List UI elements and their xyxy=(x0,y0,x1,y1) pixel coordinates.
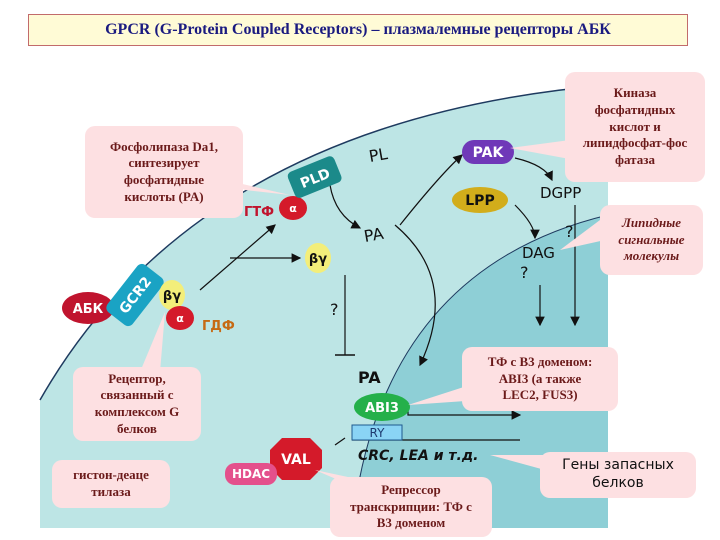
callout-tail-lipid xyxy=(560,220,605,250)
callout-kinase: Киназа фосфатидных кислот и липидфосфат-… xyxy=(565,72,705,182)
hdac-enzyme xyxy=(225,463,277,485)
alpha-bound-label: α xyxy=(176,312,184,325)
callout-repressor: Репрессор транскрипции: ТФ с B3 доменом xyxy=(330,477,492,537)
val-repressor xyxy=(270,438,322,480)
callout-tf-b3: ТФ с B3 доменом: ABI3 (а также LEC2, FUS… xyxy=(462,347,618,411)
callout-storage-genes: Гены запасных белков xyxy=(540,452,696,498)
arrow-to-dgpp xyxy=(399,154,463,226)
callout-lipid-signals: Липидные сигнальные молекулы xyxy=(600,205,703,275)
dgpp-label: DGPP xyxy=(540,184,581,202)
target-genes-label: CRC, LEA и т.д. xyxy=(358,448,478,464)
betagamma-free-label: βγ xyxy=(309,252,327,267)
callout-receptor: Рецептор, связанный с комплексом G белко… xyxy=(73,367,201,441)
callout-tail-receptor xyxy=(140,312,165,372)
question-mark-dgpp: ? xyxy=(565,222,574,241)
arrow-pak-dgpp xyxy=(514,157,553,182)
arrow-pa-nucleus xyxy=(394,224,436,367)
pld-enzyme xyxy=(287,156,342,198)
alpha-active xyxy=(279,196,307,220)
ry-element xyxy=(351,424,403,441)
callout-tail-kinase xyxy=(510,140,575,160)
hdac-label: HDAC xyxy=(232,467,270,481)
abi3-label: ABI3 xyxy=(365,401,399,416)
lpp-label: LPP xyxy=(465,193,494,209)
alpha-active-label: α xyxy=(289,202,297,215)
callout-pld-description: Фосфолипаза Da1, синтезирует фосфатидные… xyxy=(85,126,243,218)
ry-label: RY xyxy=(370,426,386,440)
abk-label: АБК xyxy=(73,302,104,317)
arrow-pld-pa xyxy=(329,184,362,229)
alpha-bound xyxy=(166,306,194,330)
gcr2-receptor xyxy=(106,263,164,327)
pa-cytoplasm-label: PA xyxy=(362,224,385,246)
abi3-factor xyxy=(354,393,410,421)
val-label: VAL xyxy=(281,452,311,468)
gtp-label: ГТФ xyxy=(244,205,274,220)
callout-tail-storage xyxy=(490,455,545,470)
plasma-membrane xyxy=(39,84,609,401)
pa-nucleus-label: PA xyxy=(358,368,381,387)
nuclear-envelope xyxy=(351,214,609,529)
pak-enzyme xyxy=(462,140,514,164)
betagamma-free xyxy=(305,243,331,273)
gdp-label: ГДФ xyxy=(202,319,235,334)
question-mark-dag: ? xyxy=(520,263,529,282)
question-mark-inhibit: ? xyxy=(330,300,339,319)
val-repression-line xyxy=(334,437,346,446)
betagamma-bound xyxy=(159,280,185,310)
pl-label: PL xyxy=(367,144,389,166)
lpp-enzyme xyxy=(452,187,508,213)
pak-label: PAK xyxy=(473,145,505,161)
dag-label: DAG xyxy=(522,244,555,262)
arrow-lpp-dag xyxy=(514,204,540,240)
abk-molecule xyxy=(62,292,114,324)
callout-histone-deacetylase: гистон-деаце тилаза xyxy=(52,460,170,508)
page-title: GPCR (G-Protein Coupled Receptors) – пла… xyxy=(28,14,688,46)
betagamma-bound-label: βγ xyxy=(163,289,181,304)
